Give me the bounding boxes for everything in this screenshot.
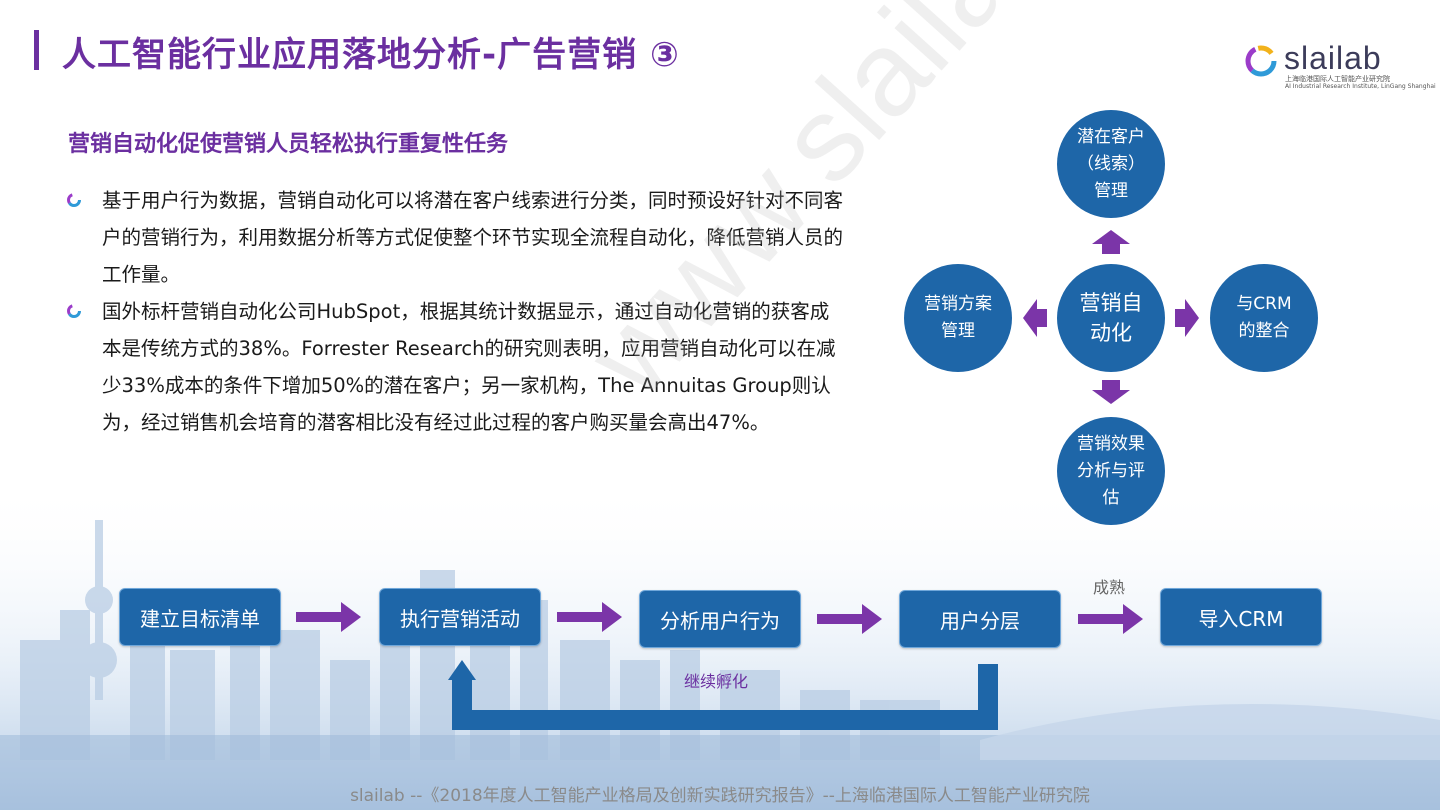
logo-subtitle-cn: 上海临港国际人工智能产业研究院 bbox=[1285, 75, 1390, 83]
bullet-item: 国外标杆营销自动化公司HubSpot，根据其统计数据显示，通过自动化营销的获客成… bbox=[66, 293, 846, 441]
bullet-text: 国外标杆营销自动化公司HubSpot，根据其统计数据显示，通过自动化营销的获客成… bbox=[102, 300, 836, 434]
node-campaign-management: 营销方案 管理 bbox=[904, 264, 1012, 372]
flow-arrow-icon bbox=[557, 602, 622, 632]
flow-arrow-icon bbox=[296, 602, 361, 632]
flow-step-user-segmentation: 用户分层 bbox=[899, 590, 1061, 648]
bullet-list: 基于用户行为数据，营销自动化可以将潜在客户线索进行分类，同时预设好针对不同客户的… bbox=[66, 182, 846, 441]
flow-step-execute-campaign: 执行营销活动 bbox=[379, 588, 541, 646]
node-lead-management: 潜在客户 （线索） 管理 bbox=[1057, 110, 1165, 218]
node-crm-integration: 与CRM 的整合 bbox=[1210, 264, 1318, 372]
arrow-up-icon bbox=[1092, 230, 1130, 254]
bullet-text: 基于用户行为数据，营销自动化可以将潜在客户线索进行分类，同时预设好针对不同客户的… bbox=[102, 189, 844, 286]
continue-incubation-label: 继续孵化 bbox=[684, 672, 749, 691]
page-title: 人工智能行业应用落地分析-广告营销 ③ bbox=[62, 35, 680, 75]
slailab-logo: slailab 上海临港国际人工智能产业研究院 AI Industrial Re… bbox=[1244, 40, 1436, 92]
flow-step-import-crm: 导入CRM bbox=[1160, 588, 1322, 646]
arrow-left-icon bbox=[1023, 299, 1047, 337]
loop-back-arrow-icon bbox=[448, 660, 998, 730]
arrow-down-icon bbox=[1092, 380, 1130, 404]
arrow-right-icon bbox=[1175, 299, 1199, 337]
logo-mark-icon bbox=[1245, 45, 1277, 77]
bullet-ring-icon bbox=[67, 304, 81, 318]
flow-arrow-icon bbox=[817, 604, 882, 634]
logo-subtitle-en: AI Industrial Research Institute, LinGan… bbox=[1285, 83, 1436, 90]
bullet-item: 基于用户行为数据，营销自动化可以将潜在客户线索进行分类，同时预设好针对不同客户的… bbox=[66, 182, 846, 293]
mature-label: 成熟 bbox=[1093, 578, 1126, 597]
footer-source: slailab --《2018年度人工智能产业格局及创新实践研究报告》--上海临… bbox=[350, 786, 1090, 806]
flow-arrow-icon bbox=[1078, 604, 1143, 634]
flow-step-build-target-list: 建立目标清单 bbox=[119, 588, 281, 646]
flow-step-analyze-behavior: 分析用户行为 bbox=[639, 590, 801, 648]
section-subheading: 营销自动化促使营销人员轻松执行重复性任务 bbox=[68, 132, 509, 157]
title-accent-bar bbox=[34, 30, 39, 70]
logo-name: slailab bbox=[1284, 40, 1382, 76]
bullet-ring-icon bbox=[67, 193, 81, 207]
node-marketing-automation: 营销自 动化 bbox=[1057, 264, 1165, 372]
node-effect-analysis: 营销效果 分析与评 估 bbox=[1057, 417, 1165, 525]
